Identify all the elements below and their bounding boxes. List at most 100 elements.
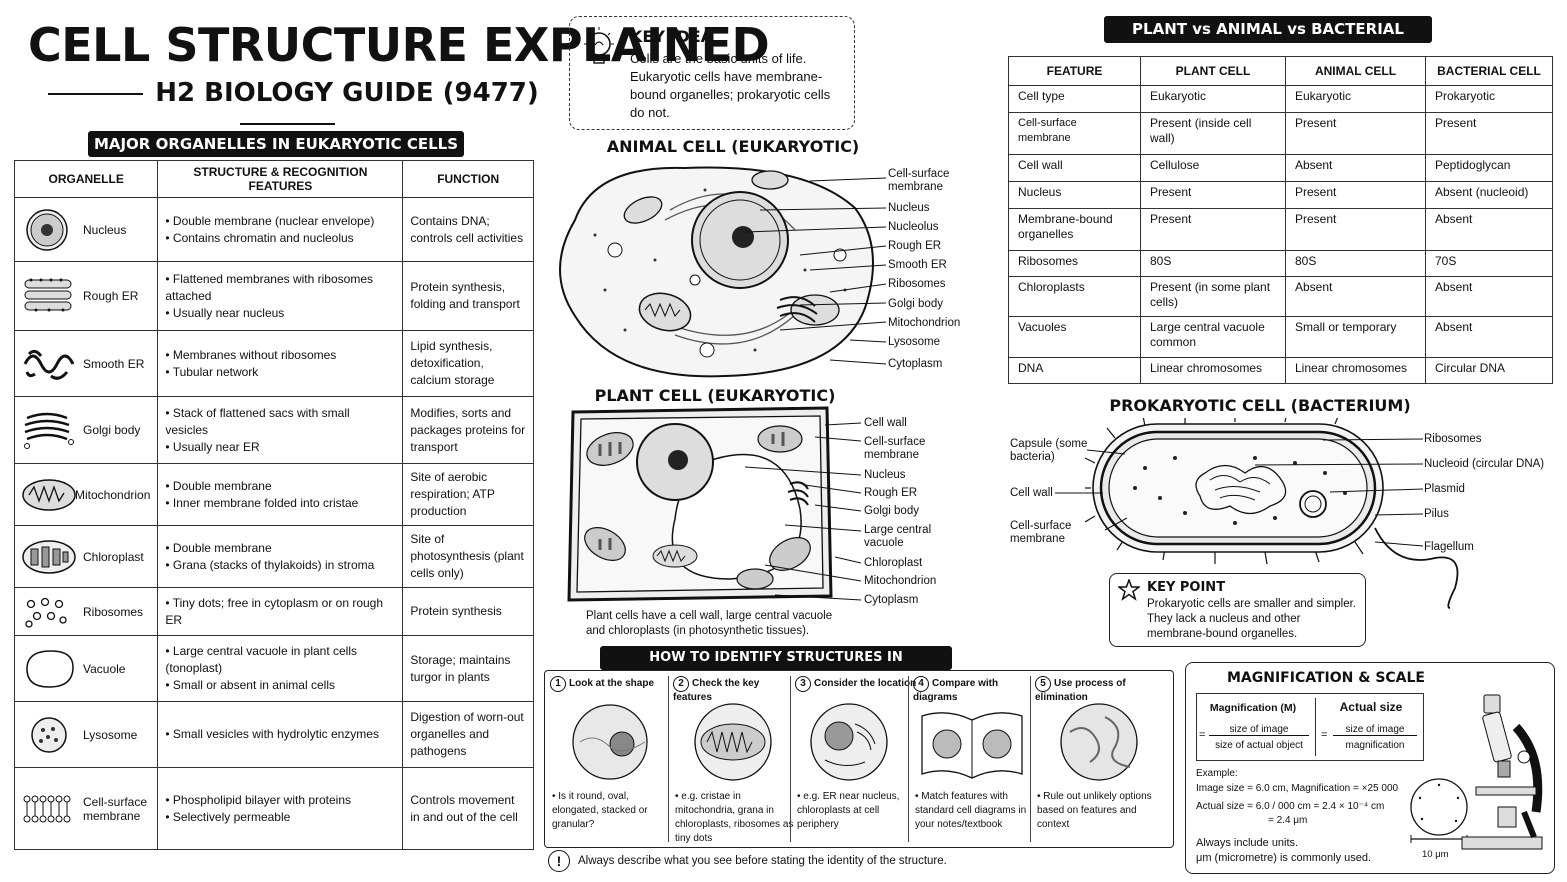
magnification-box: MAGNIFICATION & SCALE Magnification (M) … [1185,662,1555,874]
table-cell: Present (in some plant cells) [1140,276,1286,317]
organelle-name: Lysosome [83,727,138,742]
table-cell: Present [1285,112,1426,155]
example-line: Actual size = 6.0 / 000 cm = 2.4 × 10⁻⁴ … [1196,801,1385,812]
lightbulb-icon [584,27,614,64]
micrographs-note: Always describe what you see before stat… [578,855,947,867]
formula-denominator: size of actual object [1215,740,1303,751]
bacterium-label: Pilus [1424,508,1449,520]
organelle-name: Mitochondrion [75,487,151,502]
bacterium-label: Cell-surface membrane [1010,520,1072,545]
magnification-note: μm (micrometre) is commonly used. [1196,852,1372,864]
key-point-heading: KEY POINT [1147,580,1226,595]
warning-icon: ! [548,850,570,872]
table-row: Lysosome • Small vesicles with hydrolyti… [13,701,534,768]
formula-numerator: size of image [1209,724,1309,736]
step-number: 3 [795,676,811,692]
golgi-icon [24,412,74,449]
table-cell: Present [1425,112,1553,155]
nucleus-icon [26,208,68,251]
feature-line: • Small or absent in animal cells [165,678,335,692]
table-cell: Cell type [1008,85,1141,113]
table-row: Rough ER • Flattened membranes with ribo… [13,261,534,331]
bacterium-title: PROKARYOTIC CELL (BACTERIUM) [1109,396,1411,415]
feature-line: • Tiny dots; free in cytoplasm or on rou… [165,595,384,627]
step-number: 2 [673,676,689,692]
step-number: 4 [913,676,929,692]
animal-label: Cytoplasm [888,358,943,370]
table-cell: Present [1140,208,1286,251]
plant-label: Chloroplast [864,557,923,569]
feature-line: • Inner membrane folded into cristae [165,495,359,510]
step-title: Compare with diagrams [913,678,999,703]
feature-line: • Usually near nucleus [165,305,285,320]
table-row: Chloroplast • Double membrane• Grana (st… [13,525,534,588]
organelle-name: Ribosomes [83,604,144,619]
step-text: • Match features with standard cell diag… [915,791,1027,830]
table-cell: Nucleus [1008,181,1141,209]
table-row: Smooth ER • Membranes without ribosomes•… [13,330,534,397]
page-title: CELL STRUCTURE EXPLAINED [28,18,770,72]
plant-label: Cytoplasm [864,594,919,606]
feature-line: • Small vesicles with hydrolytic enzymes [165,727,379,741]
page-subtitle: H2 BIOLOGY GUIDE (9477) [0,78,575,138]
organelle-function: Protein synthesis, folding and transport [402,261,534,331]
organelle-function: Lipid synthesis, detoxification, calcium… [402,330,534,397]
formula-denominator: magnification [1345,740,1405,751]
formula-numerator: size of image [1333,724,1417,736]
organelle-name: Vacuole [83,661,126,676]
table-cell: 80S [1285,250,1426,277]
microscope-icon [1461,694,1543,850]
micrograph-globe-icon [1060,703,1138,781]
table-cell: Absent (nucleoid) [1425,181,1553,209]
table-cell: Small or temporary [1285,316,1426,358]
equals-sign: = [1199,729,1206,741]
organelle-name: Nucleus [83,222,127,237]
bacterium-label: Ribosomes [1424,433,1482,445]
bacterium-label: Plasmid [1424,483,1465,495]
micrographs-banner: HOW TO IDENTIFY STRUCTURES IN MICROGRAPH… [600,646,952,689]
table-cell: Chloroplasts [1008,276,1141,317]
feature-line: • Flattened membranes with ribosomes att… [165,271,373,303]
organelle-function: Protein synthesis [402,587,534,636]
equals-sign: = [1321,729,1328,741]
example-label: Example: [1196,768,1238,779]
organelle-function: Modifies, sorts and packages proteins fo… [402,396,534,464]
organelle-name: Cell-surface membrane [83,794,148,823]
table-cell: 80S [1140,250,1286,277]
chloroplast-icon [22,539,76,574]
micrograph-mitochondrion-icon [694,703,772,781]
bacterium-diagram [1085,418,1459,609]
table-row: Mitochondrion • Double membrane• Inner m… [13,463,534,526]
step-text: • e.g. cristae in mitochondria, grana in… [675,791,794,844]
organelle-function: Contains DNA; controls cell activities [402,197,534,262]
organelle-function: Digestion of worn-out organelles and pat… [402,701,534,768]
features-column-header: STRUCTURE & RECOGNITION FEATURES [157,160,404,198]
table-cell: Circular DNA [1425,357,1553,384]
table-cell: Vacuoles [1008,316,1141,358]
table-cell: Absent [1425,208,1553,251]
animal-label: Lysosome [888,336,940,348]
open-book-icon [921,712,1023,779]
table-cell: Absent [1285,276,1426,317]
step-title: Check the key features [673,678,760,703]
table-cell: Cellulose [1140,154,1286,182]
plant-label: Cell-surface membrane [864,436,926,461]
table-row: Nucleus • Double membrane (nuclear envel… [13,197,534,262]
table-cell: 70S [1425,250,1553,277]
subtitle-text: H2 BIOLOGY GUIDE (9477) [155,78,539,108]
organelle-function: Site of photosynthesis (plant cells only… [402,525,534,588]
membrane-icon [23,795,71,822]
function-column-header: FUNCTION [402,160,534,198]
feature-line: • Double membrane [165,540,272,555]
ribosomes-icon [25,597,67,628]
